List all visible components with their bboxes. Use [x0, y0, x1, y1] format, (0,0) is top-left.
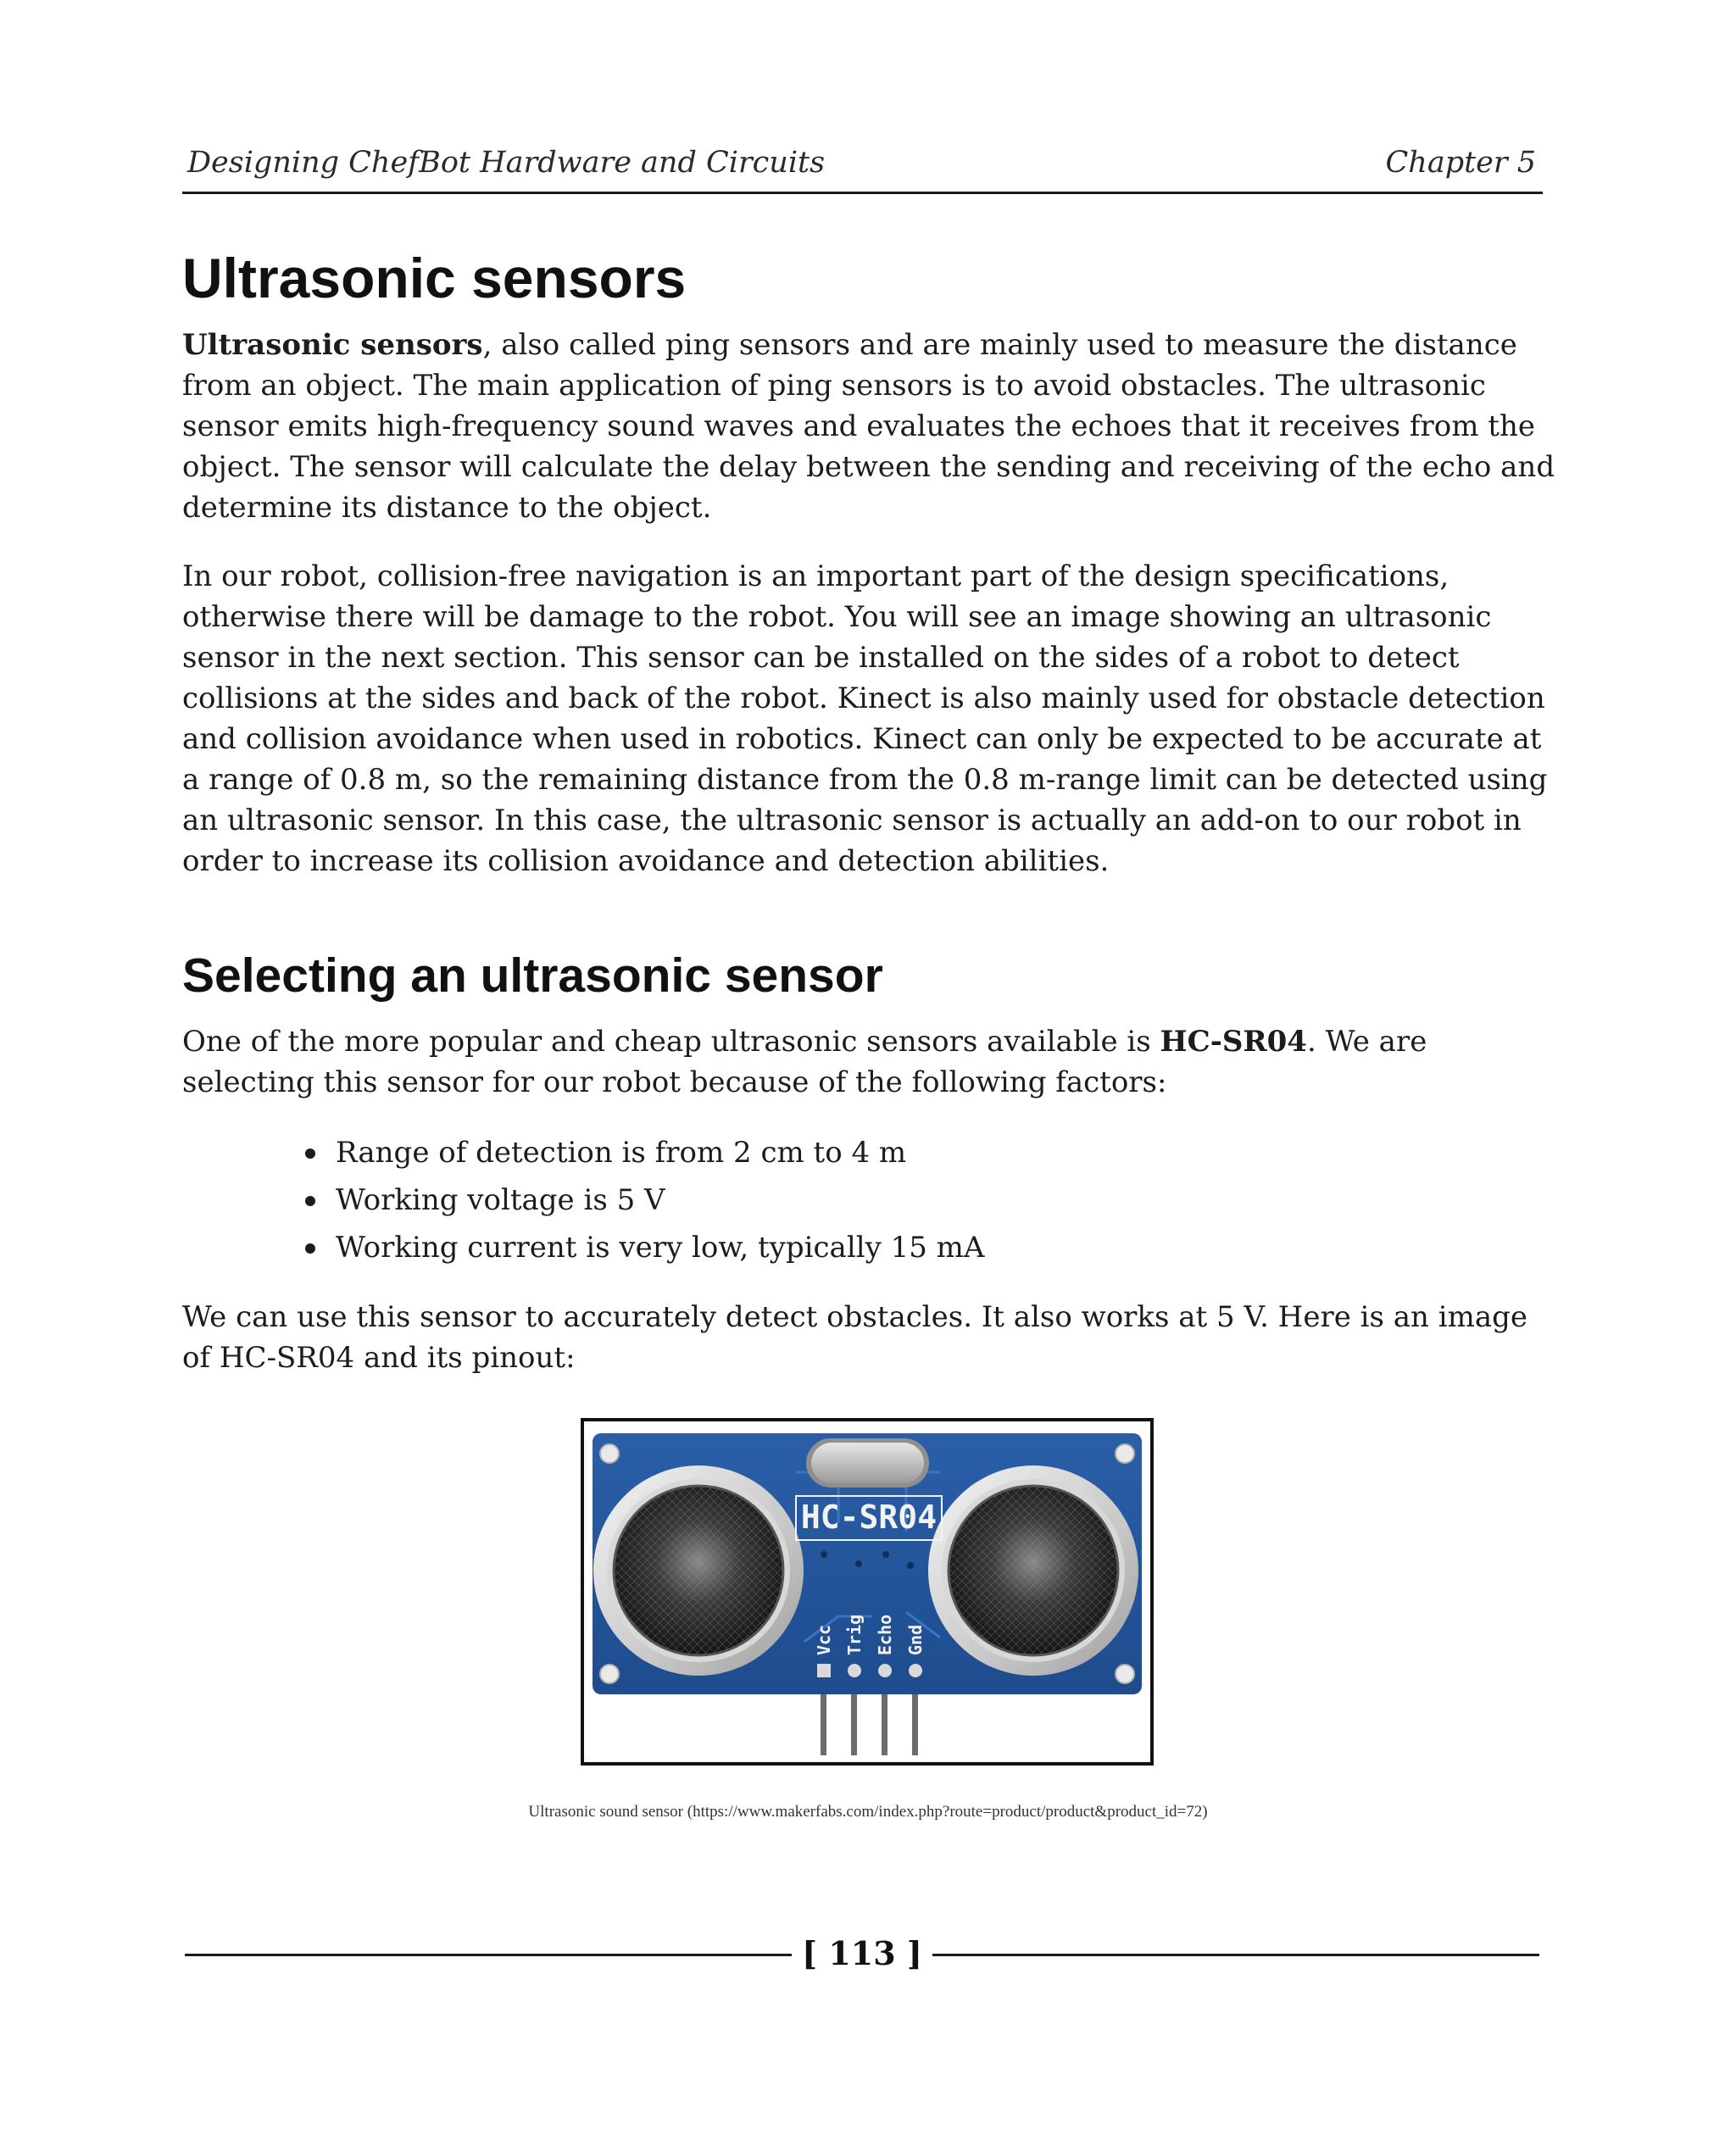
right-transducer — [928, 1465, 1138, 1676]
header-chapter-number: Chapter 5 — [1385, 146, 1537, 180]
section-title-selecting-sensor: Selecting an ultrasonic sensor — [182, 948, 883, 1003]
hc-sr04-illustration: HC-SR04 Vcc Trig Echo Gnd — [593, 1433, 1142, 1755]
paragraph-pinout-intro: We can use this sensor to accurately det… — [182, 1300, 1528, 1375]
paragraph-sensor-choice-end: . We are selecting this sensor for our r… — [182, 1025, 1427, 1099]
header-chapter-title: Designing ChefBot Hardware and Circuits — [187, 146, 826, 180]
paragraph-intro-text: , also called ping sensors and are mainl… — [182, 328, 1555, 525]
board-label: HC-SR04 — [801, 1499, 937, 1536]
factor-list: Range of detection is from 2 cm to 4 m W… — [303, 1129, 984, 1271]
running-header: Designing ChefBot Hardware and Circuits … — [182, 142, 1543, 194]
section-title-ultrasonic-sensors: Ultrasonic sensors — [182, 247, 687, 309]
mounting-hole — [599, 1443, 620, 1464]
via — [907, 1562, 914, 1569]
mounting-hole — [599, 1664, 620, 1684]
footer-rule-left — [185, 1954, 792, 1956]
paragraph-intro: Ultrasonic sensors, also called ping sen… — [182, 325, 1555, 528]
pcb-trace — [905, 1610, 941, 1639]
mounting-hole — [1115, 1443, 1135, 1464]
list-item: Range of detection is from 2 cm to 4 m — [303, 1129, 984, 1176]
list-item: Working current is very low, typically 1… — [303, 1224, 984, 1271]
board-label-box — [795, 1495, 943, 1541]
term-ultrasonic-sensors: Ultrasonic sensors — [182, 328, 483, 362]
mounting-hole — [1115, 1664, 1135, 1684]
pin-label-trig: Trig — [844, 1615, 865, 1655]
left-transducer — [593, 1465, 804, 1676]
footer-rule-right — [932, 1954, 1539, 1956]
list-item: Working voltage is 5 V — [303, 1176, 984, 1224]
sensor-figure: HC-SR04 Vcc Trig Echo Gnd — [581, 1418, 1154, 1766]
paragraph-sensor-choice: One of the more popular and cheap ultras… — [182, 1021, 1555, 1103]
paragraph-sensor-choice-start: One of the more popular and cheap ultras… — [182, 1025, 1160, 1059]
solder-pads — [817, 1664, 922, 1677]
via — [882, 1551, 889, 1558]
header-pins — [821, 1694, 918, 1755]
crystal-oscillator — [806, 1438, 929, 1488]
pin-label-gnd: Gnd — [905, 1625, 926, 1655]
paragraph-robot-navigation: In our robot, collision-free navigation … — [182, 559, 1548, 878]
term-hc-sr04: HC-SR04 — [1160, 1025, 1307, 1059]
page-number: [ 113 ] — [802, 1934, 922, 1972]
via — [821, 1551, 827, 1558]
pin-label-vcc: Vcc — [814, 1625, 834, 1655]
via — [855, 1560, 862, 1567]
figure-caption: Ultrasonic sound sensor (https://www.mak… — [528, 1803, 1208, 1821]
pcb-trace — [804, 1615, 872, 1643]
pin-label-echo: Echo — [875, 1615, 895, 1655]
